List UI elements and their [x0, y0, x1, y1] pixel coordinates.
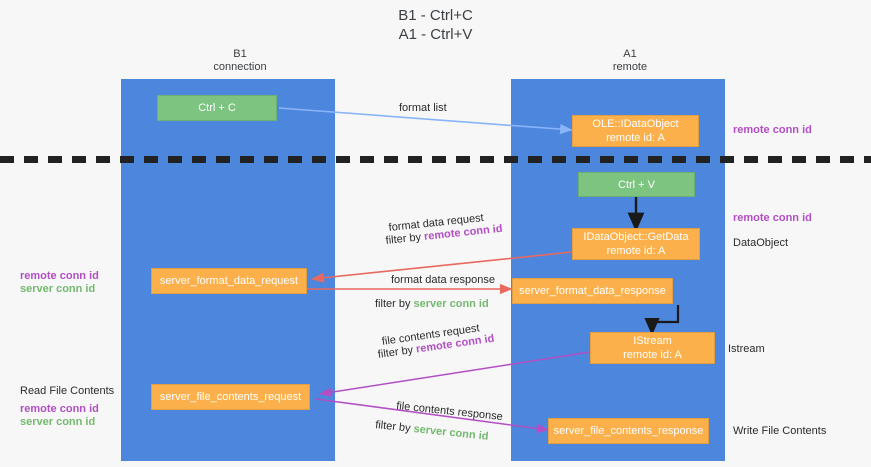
box-istream-line-2: remote id: A	[623, 349, 682, 361]
box-idataobject-getdata[interactable]: IDataObject::GetData remote id: A	[572, 228, 700, 260]
page-title: B1 - Ctrl+C A1 - Ctrl+V	[0, 6, 871, 44]
filter-prefix: filter by	[385, 230, 425, 247]
left-label-server-conn-id-mid: server conn id	[20, 283, 96, 295]
box-server-format-data-request-label: server_format_data_request	[159, 275, 299, 287]
box-server-file-contents-response-label: server_file_contents_response	[553, 425, 704, 437]
box-idataobject-getdata-line-2: remote id: A	[606, 245, 666, 257]
page-title-line-2: A1 - Ctrl+V	[398, 26, 473, 43]
box-server-file-contents-request[interactable]: server_file_contents_request	[151, 384, 310, 410]
filter-prefix: filter by	[375, 298, 414, 310]
arrow-label-format-list: format list	[399, 102, 447, 114]
column-header-a1-name: A1	[623, 48, 637, 60]
side-label-write-file-contents: Write File Contents	[733, 425, 827, 437]
page-title-line-1: B1 - Ctrl+C	[398, 7, 473, 24]
box-ctrl-v-label: Ctrl + V	[618, 178, 655, 191]
box-ctrl-v[interactable]: Ctrl + V	[578, 172, 695, 197]
arrow-format-data-request	[311, 251, 573, 283]
arrow-format-list	[278, 107, 573, 135]
box-idataobject-getdata-line-1: IDataObject::GetData	[583, 231, 689, 243]
column-header-b1: B1 connection	[150, 48, 330, 74]
box-server-file-contents-response[interactable]: server_file_contents_response	[548, 418, 709, 444]
filter-prefix: filter by	[374, 418, 415, 435]
arrow-file-contents-response	[315, 398, 549, 434]
box-ole-idataobject-line-2: remote id: A	[606, 132, 665, 144]
box-ole-idataobject-line-1: OLE::IDataObject	[592, 118, 679, 130]
box-ctrl-c-label: Ctrl + C	[198, 102, 236, 114]
box-server-format-data-request[interactable]: server_format_data_request	[151, 268, 307, 294]
box-ctrl-c[interactable]: Ctrl + C	[157, 95, 277, 121]
box-server-file-contents-request-label: server_file_contents_request	[159, 391, 302, 403]
side-label-remote-conn-id-top: remote conn id	[733, 124, 812, 136]
side-label-data-object: DataObject	[733, 237, 789, 249]
column-header-b1-name: B1	[233, 48, 247, 60]
phase-divider	[0, 156, 871, 163]
left-label-read-file-contents: Read File Contents	[20, 385, 115, 397]
column-header-a1: A1 remote	[540, 48, 720, 74]
arrow-file-contents-request	[319, 351, 591, 398]
arrow-format-response-to-istream	[644, 305, 680, 336]
box-server-format-data-response[interactable]: server_format_data_response	[512, 278, 673, 304]
left-label-remote-conn-id-mid: remote conn id	[20, 270, 99, 282]
box-ole-idataobject[interactable]: OLE::IDataObject remote id: A	[572, 115, 699, 147]
box-server-format-data-response-label: server_format_data_response	[519, 285, 666, 297]
side-label-istream: Istream	[728, 343, 765, 355]
side-label-remote-conn-id-mid: remote conn id	[733, 212, 812, 224]
column-header-b1-sub: connection	[213, 61, 267, 73]
left-label-server-conn-id-bottom: server conn id	[20, 416, 96, 428]
arrow-label-format-data-response: format data response	[391, 274, 495, 286]
column-header-a1-sub: remote	[612, 61, 648, 73]
box-istream-line-1: IStream	[633, 335, 672, 347]
conn-id-server: server conn id	[413, 298, 489, 310]
arrow-label-format-data-response-filter: filter by server conn id	[375, 297, 489, 311]
box-istream[interactable]: IStream remote id: A	[590, 332, 715, 364]
left-label-remote-conn-id-bottom: remote conn id	[20, 403, 99, 415]
